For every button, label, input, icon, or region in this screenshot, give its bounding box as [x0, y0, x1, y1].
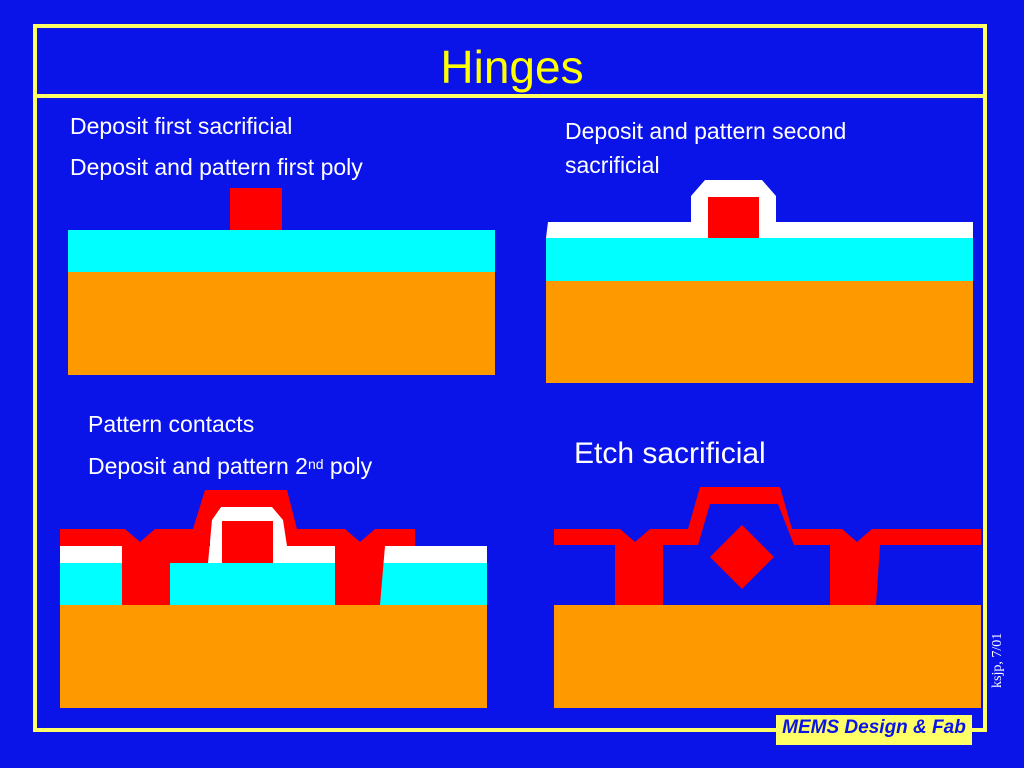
diagram-step3	[60, 490, 487, 708]
first-poly	[222, 521, 273, 563]
slide-title: Hinges	[440, 41, 584, 93]
diagram-step4	[554, 487, 981, 708]
step2-line2: sacrificial	[565, 152, 660, 178]
step3-line2: Deposit and pattern 2nd poly	[88, 452, 372, 480]
step3-line2-sup: nd	[307, 456, 324, 472]
diagram-step1	[68, 188, 495, 375]
step2-line1: Deposit and pattern second	[565, 118, 847, 144]
footer-label: MEMS Design & Fab	[782, 717, 966, 738]
title-divider	[33, 94, 987, 98]
step4-line1: Etch sacrificial	[574, 437, 766, 470]
substrate	[546, 281, 973, 383]
diagram-step2	[546, 180, 973, 383]
first-sacrificial-layer	[68, 230, 495, 272]
substrate	[554, 605, 981, 708]
step3-line1: Pattern contacts	[88, 411, 255, 437]
second-sacrificial-layer	[546, 180, 973, 238]
step3-line2-text: Deposit and pattern 2	[88, 453, 308, 479]
step1-line1: Deposit first sacrificial	[70, 113, 293, 139]
step1-line2: Deposit and pattern first poly	[70, 154, 363, 180]
step3-line2-tail: poly	[323, 453, 373, 479]
released-second-poly	[554, 487, 981, 605]
first-sacrificial-layer	[546, 238, 973, 281]
footer-badge	[776, 715, 972, 745]
substrate	[68, 272, 495, 375]
first-poly	[708, 197, 759, 238]
first-poly	[230, 188, 282, 230]
released-first-poly	[710, 525, 774, 589]
second-poly	[60, 490, 415, 605]
substrate	[60, 605, 487, 708]
credit-text: ksjp, 7/01	[990, 632, 1005, 688]
slide-frame	[33, 24, 987, 732]
